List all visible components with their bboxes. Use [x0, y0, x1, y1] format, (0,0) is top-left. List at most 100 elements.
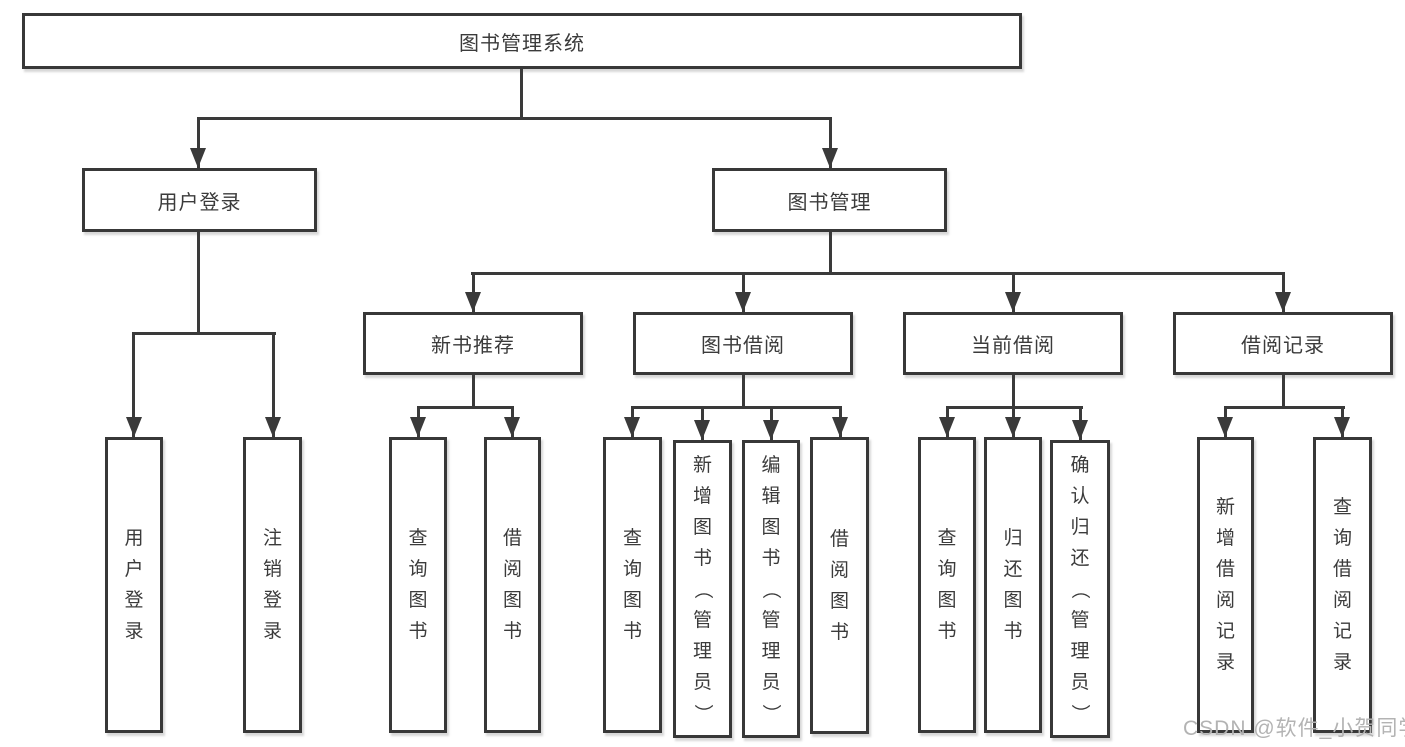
leaf-user-login: 用户登录: [105, 437, 163, 733]
vertical-char: 借: [829, 528, 849, 550]
leaf-add-books-admin: 新增图书（管理员）: [673, 440, 732, 738]
leaf-borrow-query-books: 查询图书: [603, 437, 662, 733]
arrowhead-down-icon: [1217, 417, 1233, 437]
vertical-char: 查: [937, 528, 957, 549]
leaf-borrow-books: 借阅图书: [810, 437, 869, 734]
vertical-char: 录: [124, 621, 144, 642]
vertical-char: ）: [1069, 703, 1091, 723]
vertical-char: 管: [761, 609, 781, 631]
vertical-char: 图: [761, 516, 781, 538]
vertical-char: 书: [1003, 621, 1023, 642]
node-borrow-records-label: 借阅记录: [1241, 335, 1325, 357]
node-book-borrow: 图书借阅: [633, 312, 853, 375]
vertical-char: 图: [692, 516, 712, 538]
vertical-char: 理: [761, 640, 781, 662]
connector-line: [829, 232, 832, 275]
watermark: CSDN @软件_小贺同学: [1183, 717, 1405, 740]
node-current-borrow-label: 当前借阅: [971, 335, 1055, 357]
leaf-recommend-query-books: 查询图书: [389, 437, 447, 733]
vertical-char: 注: [262, 528, 282, 549]
arrowhead-down-icon: [1005, 417, 1021, 437]
leaf-add-borrow-record: 新增借阅记录: [1197, 437, 1254, 733]
vertical-char: 理: [692, 640, 712, 662]
node-book-management: 图书管理: [712, 168, 947, 232]
connector-line: [132, 332, 276, 335]
vertical-char: 员: [1070, 671, 1090, 693]
vertical-char: 还: [1070, 547, 1090, 569]
arrowhead-down-icon: [1072, 420, 1088, 440]
vertical-char: 销: [262, 559, 282, 580]
connector-line: [1282, 375, 1285, 409]
vertical-char: 登: [262, 590, 282, 611]
vertical-char: （: [1069, 579, 1091, 599]
arrowhead-down-icon: [126, 417, 142, 437]
vertical-char: 增: [1215, 528, 1235, 549]
leaf-confirm-return-admin: 确认归还（管理员）: [1050, 440, 1110, 738]
arrowhead-down-icon: [1005, 292, 1021, 312]
connector-line: [471, 272, 1285, 275]
arrowhead-down-icon: [1275, 292, 1291, 312]
arrowhead-down-icon: [410, 417, 426, 437]
node-root-label: 图书管理系统: [459, 32, 585, 55]
vertical-char: 询: [622, 559, 642, 580]
connector-line: [417, 406, 514, 409]
vertical-char: 阅: [829, 559, 849, 581]
node-book-management-label: 图书管理: [787, 191, 872, 214]
arrowhead-down-icon: [832, 417, 848, 437]
vertical-char: 阅: [1332, 590, 1352, 611]
vertical-char: 归: [1003, 528, 1023, 549]
connector-line: [197, 232, 200, 335]
vertical-char: 用: [124, 528, 144, 549]
vertical-char: 记: [1332, 621, 1352, 642]
vertical-char: 新: [692, 454, 712, 476]
vertical-char: 询: [1332, 528, 1352, 549]
vertical-char: 书: [937, 621, 957, 642]
node-new-book-recommend-label: 新书推荐: [431, 335, 515, 357]
vertical-char: 阅: [502, 559, 522, 580]
node-user-login: 用户登录: [82, 168, 317, 232]
vertical-char: 查: [408, 528, 428, 549]
arrowhead-down-icon: [265, 417, 281, 437]
connector-line: [742, 375, 745, 409]
connector-line: [472, 375, 475, 409]
connector-line: [272, 332, 275, 437]
vertical-char: 阅: [1215, 590, 1235, 611]
connector-line: [132, 332, 135, 437]
vertical-char: 辑: [761, 485, 781, 507]
node-book-borrow-label: 图书借阅: [701, 335, 785, 357]
vertical-char: 管: [1070, 609, 1090, 631]
vertical-char: 认: [1070, 485, 1090, 507]
vertical-char: 图: [937, 590, 957, 611]
vertical-char: 录: [1332, 652, 1352, 673]
vertical-char: 增: [692, 485, 712, 507]
vertical-char: 书: [502, 621, 522, 642]
arrowhead-down-icon: [190, 148, 206, 168]
leaf-recommend-borrow-books: 借阅图书: [484, 437, 541, 733]
node-user-login-label: 用户登录: [157, 191, 242, 214]
leaf-query-borrow-record: 查询借阅记录: [1313, 437, 1372, 733]
vertical-char: （: [691, 579, 713, 599]
vertical-char: 登: [124, 590, 144, 611]
vertical-char: 图: [502, 590, 522, 611]
arrowhead-down-icon: [763, 420, 779, 440]
connector-line: [197, 117, 200, 168]
vertical-char: 书: [408, 621, 428, 642]
vertical-char: 询: [408, 559, 428, 580]
vertical-char: ）: [691, 703, 713, 723]
arrowhead-down-icon: [465, 292, 481, 312]
connector-line: [520, 69, 523, 118]
vertical-char: 录: [262, 621, 282, 642]
vertical-char: 借: [1332, 559, 1352, 580]
vertical-char: 借: [1215, 559, 1235, 580]
vertical-char: 新: [1215, 497, 1235, 518]
vertical-char: 书: [622, 621, 642, 642]
arrowhead-down-icon: [504, 417, 520, 437]
vertical-char: 理: [1070, 640, 1090, 662]
connector-line: [1224, 406, 1345, 409]
leaf-logout: 注销登录: [243, 437, 302, 733]
vertical-char: 归: [1070, 516, 1090, 538]
vertical-char: 录: [1215, 652, 1235, 673]
vertical-char: 图: [408, 590, 428, 611]
vertical-char: 书: [692, 547, 712, 569]
vertical-char: 询: [937, 559, 957, 580]
